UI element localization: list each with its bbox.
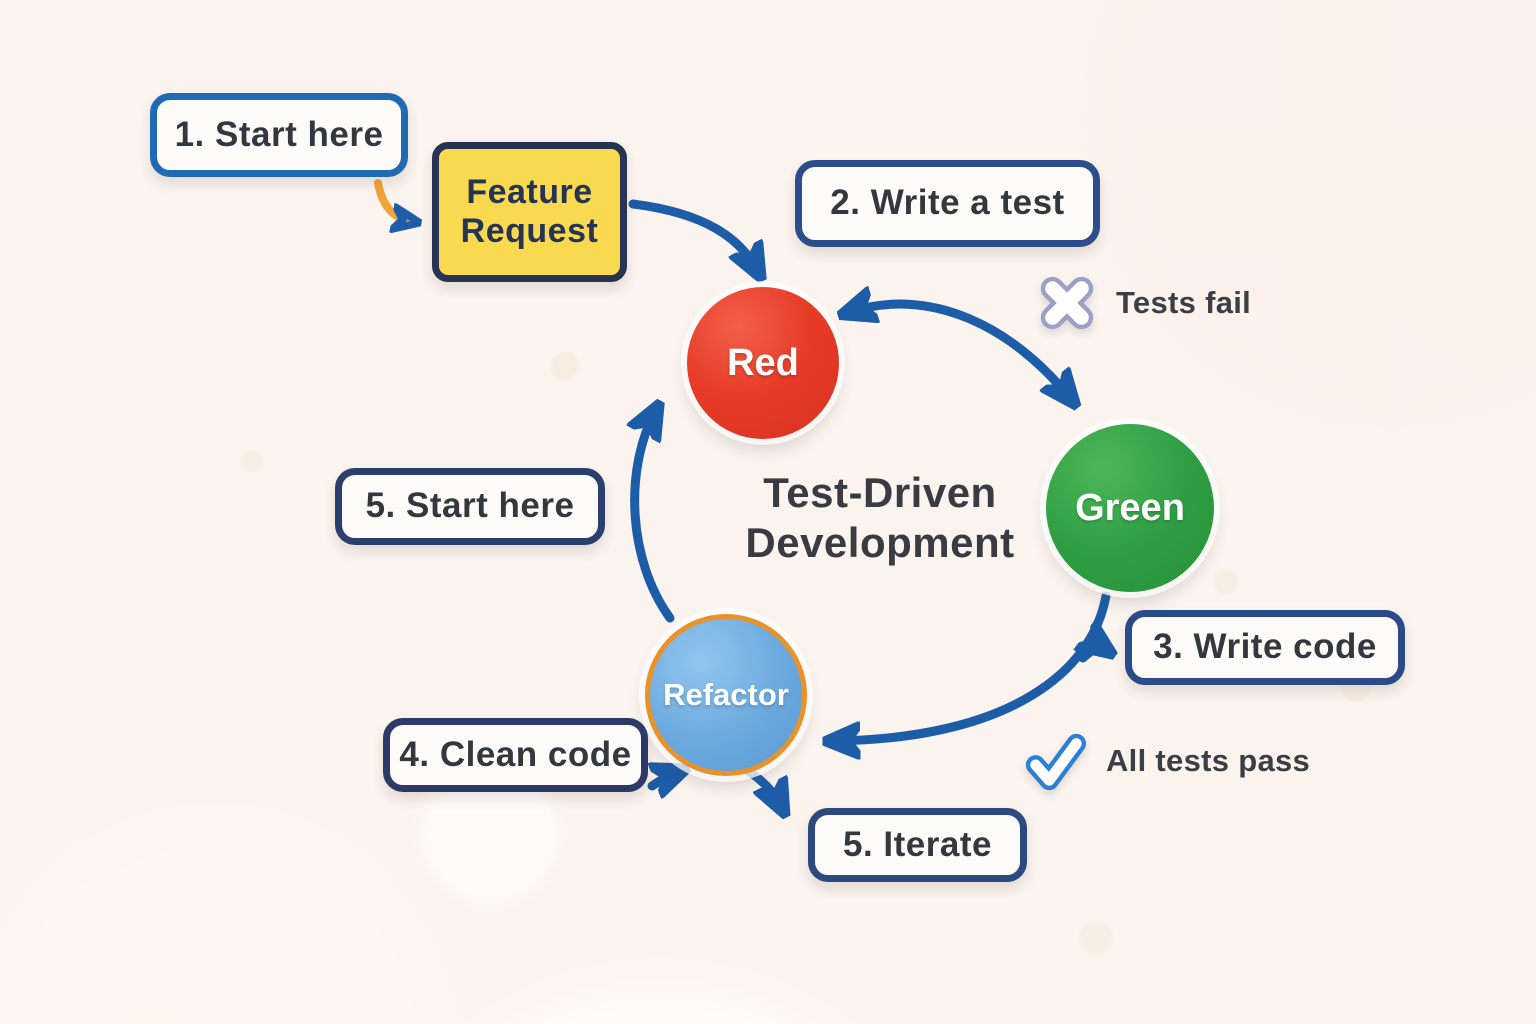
step-3-write-code: 3. Write code: [1125, 610, 1405, 685]
arrow-feature-to-red: [628, 199, 757, 270]
green-node: Green: [1046, 424, 1214, 592]
arrow-start-to-feature: [374, 179, 410, 221]
arrow-refactor-to-red: [635, 412, 675, 623]
tests-fail-label: Tests fail: [1116, 285, 1252, 320]
diagram-title: Test-Driven Development: [700, 468, 1060, 567]
feature-request-node: Feature Request: [432, 142, 627, 282]
arrow-red-green-cycle: [850, 304, 1070, 398]
arrow-branch-to-write-code: [1083, 648, 1105, 663]
check-mark-icon: [1022, 728, 1088, 794]
step-5-iterate: 5. Iterate: [808, 808, 1027, 882]
arrow-refactor-to-iterate: [742, 765, 781, 806]
red-node: Red: [687, 287, 839, 439]
all-tests-pass-annotation: All tests pass: [1022, 728, 1310, 794]
refactor-node: Refactor: [645, 614, 807, 776]
arrow-green-to-refactor: [835, 591, 1111, 741]
step-5-start-here: 5. Start here: [335, 468, 605, 545]
arrow-clean-code-to-refactor: [647, 772, 678, 786]
step-1-start-here: 1. Start here: [150, 93, 408, 177]
step-2-write-a-test: 2. Write a test: [795, 160, 1100, 247]
all-tests-pass-label: All tests pass: [1106, 743, 1311, 778]
diagram-title-line1: Test-Driven: [763, 469, 997, 516]
tests-fail-annotation: Tests fail: [1036, 272, 1251, 334]
x-mark-icon: [1036, 272, 1098, 334]
diagram-title-line2: Development: [745, 518, 1015, 566]
step-4-clean-code: 4. Clean code: [383, 718, 648, 792]
